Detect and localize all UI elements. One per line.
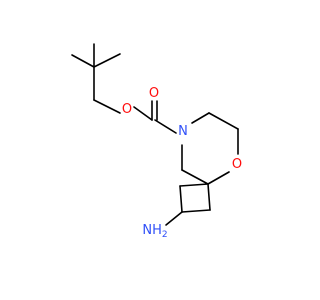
bond-spiro-to-ch2-left <box>181 169 209 185</box>
morpholine-ring <box>181 112 239 185</box>
bond-tbu-to-ester-oxygen <box>93 99 121 114</box>
ring-nitrogen-label: N <box>178 124 188 139</box>
cyclobutane-ring <box>179 183 211 213</box>
amine-label: NH2 <box>142 223 167 240</box>
ester-oxygen-label: O <box>122 102 132 117</box>
bond-ester-oxygen-to-carbonyl <box>133 106 153 121</box>
bond-carbonyl-to-nitrogen <box>154 119 177 134</box>
bond-cb-right-to-cb-bottom <box>181 209 211 213</box>
bond-tbu-methyl-right <box>93 53 121 68</box>
bond-cb-bottom-to-cb-left <box>179 185 183 213</box>
bond-n-to-ch2-upper <box>191 112 210 124</box>
bond-ring-oxygen-to-spiro <box>207 171 230 185</box>
carbamate-group <box>93 99 177 134</box>
bond-tbu-methyl-left <box>71 54 95 68</box>
ring-oxygen-label: O <box>232 157 242 172</box>
carbonyl-oxygen-label: O <box>149 86 159 101</box>
tert-butyl-group <box>71 43 121 101</box>
molecule-structure-diagram: O O N O NH2 <box>71 43 242 240</box>
amine-nh: NH <box>142 223 162 238</box>
bond-spiro-to-cb-right <box>207 183 211 211</box>
bond-ch2-upper-to-ch2-right <box>208 112 239 130</box>
bond-cb-left-to-spiro <box>179 183 209 187</box>
bond-cb-to-amine <box>165 211 183 226</box>
amine-subscript: 2 <box>162 230 168 240</box>
